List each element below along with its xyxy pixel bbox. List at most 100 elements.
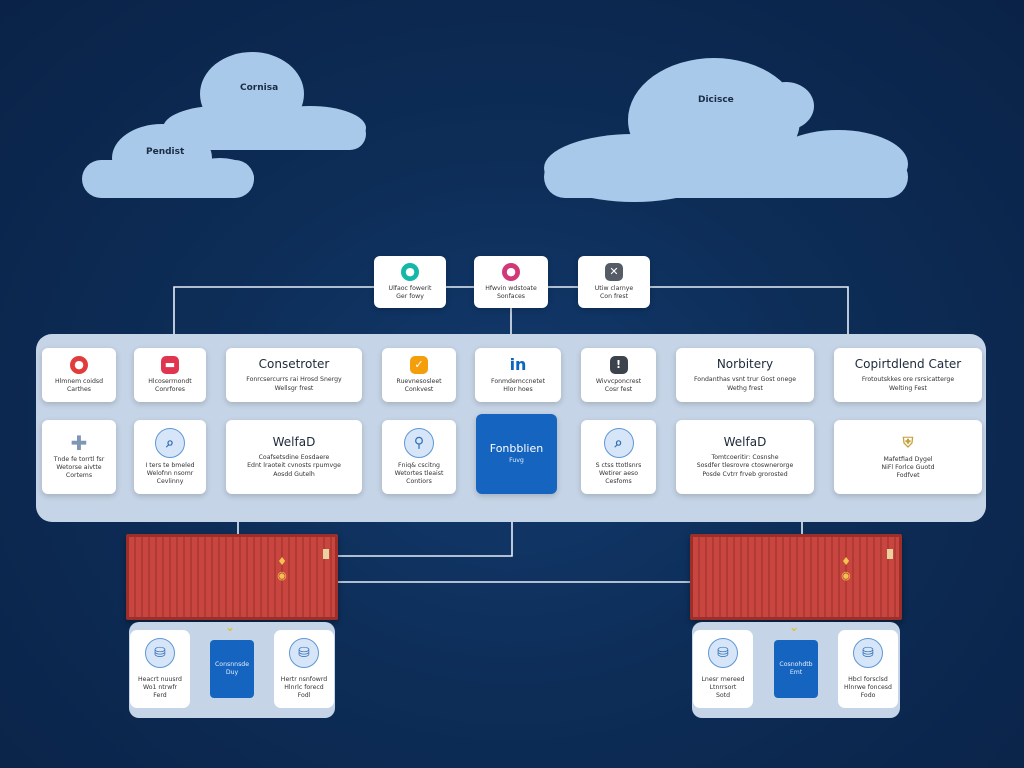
service-card-r1-7-line2: Wethg frest — [727, 384, 763, 392]
service-card-r1-6-line1: Wivvcponcrest — [595, 377, 642, 385]
service-card-r2-5-title: Fonbblien — [489, 442, 544, 456]
service-card-r2-3-title: WelfaD — [272, 435, 316, 450]
service-card-r1-5-line1: Fonmdemccnetet — [490, 377, 546, 385]
pod-right-1[interactable]: ⛁ Lnesr rnereed Ltnrrsort Sotd — [693, 630, 753, 708]
pod-right-3-line3: Fodo — [860, 692, 876, 700]
magenta-circle-icon: ● — [502, 262, 520, 281]
red-square-icon: ▬ — [161, 355, 179, 374]
service-card-r1-2[interactable]: ▬ Hlcoserrnondt Conrfores — [134, 348, 206, 402]
pod-left-2-line2: Duy — [225, 669, 239, 676]
service-card-r2-7[interactable]: WelfaD Tomtcoeritir: Cosnshe Sosdfer tle… — [676, 420, 814, 494]
service-card-r2-2-line1: I ters te bmeled — [145, 461, 195, 469]
container-logo-icon: ♦◉ — [841, 555, 851, 583]
top-node-3[interactable]: ✕ Utiw clarnye Con frest — [578, 256, 650, 308]
service-card-r2-8[interactable]: ⛨ Mafetfiad Dygel NiFl Forlce Guotd Fodf… — [834, 420, 982, 494]
top-node-1[interactable]: ● Ulfaoc fowerit Ger fowy — [374, 256, 446, 308]
service-card-r1-7-line1: Fondanthas vsnt trur Gost onege — [693, 376, 797, 384]
pod-left-3-line2: Hlnrlc forecd — [284, 683, 324, 691]
service-card-r2-2[interactable]: ⌕ I ters te bmeled Welofnn nsomr Cevlinn… — [134, 420, 206, 494]
chevron-down-icon: ⌄ — [225, 620, 236, 634]
service-card-r1-4[interactable]: ✓ Ruevnesosleet Conkvest — [382, 348, 456, 402]
service-card-r2-4-line2: Wetortes tleaist — [394, 469, 444, 477]
puzzle-icon: ✚ — [70, 430, 88, 455]
cloud-left-lower — [82, 124, 254, 198]
service-card-r2-3[interactable]: WelfaD Coafsetsdine Eosdaere Ednt lraote… — [226, 420, 362, 494]
cluster-base-left: ⛁ Heacrt nuusrd Wo1 ntrwfr Ferd ⌄ Consnn… — [129, 620, 335, 718]
service-card-r1-8[interactable]: Copirtdlend Cater Frotoutskkes ore rsrsi… — [834, 348, 982, 402]
service-card-r2-3-line1: Coafsetsdine Eosdaere — [258, 454, 330, 462]
service-card-r1-2-line1: Hlcoserrnondt — [148, 377, 192, 385]
service-card-r1-7-title: Norbitery — [716, 357, 774, 372]
cloud-label-left-lower: Pendist — [146, 147, 185, 157]
bucket-icon: ⛁ — [853, 637, 883, 668]
cluster-base-right: ⛁ Lnesr rnereed Ltnrrsort Sotd ⌄ Cosnohd… — [692, 620, 900, 718]
cloud-label-left-upper: Cornisa — [240, 83, 279, 93]
service-card-r1-2-line2: Conrfores — [155, 386, 185, 393]
pod-left-1-line3: Ferd — [153, 692, 167, 700]
service-card-r2-7-title: WelfaD — [723, 435, 767, 450]
pod-right-3[interactable]: ⛁ Hbcl forsclsd Hlnrwe foncesd Fodo — [838, 630, 898, 708]
top-node-2-line1: Hfwvin wdstoate — [485, 284, 537, 292]
service-card-r1-1-line1: Hlmnem coidsd — [54, 377, 104, 385]
service-card-r2-1-line2: Wetorse aivtte — [56, 463, 102, 471]
pod-left-1-line2: Wo1 ntrwfr — [142, 683, 178, 691]
service-card-r2-6-line3: Cesfoms — [605, 478, 632, 486]
service-card-r1-8-title: Copirtdlend Cater — [854, 357, 962, 372]
service-card-r2-6[interactable]: ⌕ S ctss ttotlsnrs Wetirer aeso Cesfoms — [581, 420, 656, 494]
pod-right-2-line2: Emt — [789, 669, 803, 676]
pod-left-2[interactable]: Consnnsde Duy — [210, 640, 254, 698]
top-node-1-line2: Ger fowy — [396, 293, 424, 300]
teal-circle-icon: ● — [401, 262, 419, 281]
top-node-1-line1: Ulfaoc fowerit — [388, 284, 432, 292]
service-card-r2-5-line1: Fuvg — [509, 457, 524, 465]
service-card-r1-3-line2: Wellsgr frest — [274, 384, 314, 392]
service-card-r1-4-line2: Conkvest — [404, 386, 434, 393]
pod-left-1[interactable]: ⛁ Heacrt nuusrd Wo1 ntrwfr Ferd — [130, 630, 190, 708]
service-card-r2-1[interactable]: ✚ Tnde fe torrtl fsr Wetorse aivtte Cort… — [42, 420, 116, 494]
pod-right-2[interactable]: Cosnohdtb Emt — [774, 640, 818, 698]
service-card-r2-7-line3: Posde Cvtrr frveb grorosted — [702, 470, 788, 478]
pod-right-2-line1: Cosnohdtb — [779, 660, 813, 668]
service-card-r1-3[interactable]: Consetroter Fonrcsercurrs rai Hrosd Sner… — [226, 348, 362, 402]
service-card-r2-2-line2: Welofnn nsomr — [146, 469, 194, 477]
pod-left-3[interactable]: ⛁ Hertr nsnfowrd Hlnrlc forecd Fodl — [274, 630, 334, 708]
service-card-r1-5[interactable]: in Fonmdemccnetet Hlor hoes — [475, 348, 561, 402]
pod-left-3-line1: Hertr nsnfowrd — [280, 675, 328, 683]
service-card-r1-5-line2: Hlor hoes — [503, 386, 533, 393]
service-card-r1-4-line1: Ruevnesosleet — [396, 377, 442, 385]
service-card-r2-1-line1: Tnde fe torrtl fsr — [53, 455, 105, 463]
container-plate — [323, 549, 329, 559]
service-card-r2-8-line3: Fodfvet — [896, 472, 920, 480]
service-card-r2-4-line3: Contiors — [406, 478, 432, 486]
bucket-icon: ⛁ — [708, 637, 738, 668]
search-icon: ⌕ — [603, 427, 634, 458]
service-card-r2-5-highlight[interactable]: Fonbblien Fuvg — [476, 414, 557, 494]
service-card-r2-4[interactable]: ⚲ Fniq& cscitng Wetortes tleaist Contior… — [382, 420, 456, 494]
service-card-r2-6-line1: S ctss ttotlsnrs — [595, 461, 642, 469]
pod-left-1-line1: Heacrt nuusrd — [138, 675, 182, 683]
service-card-r1-6-line2: Cosr fest — [604, 386, 633, 393]
service-card-r2-1-line3: Cortems — [65, 472, 93, 480]
service-card-r2-4-line1: Fniq& cscitng — [398, 461, 440, 469]
pod-right-3-line2: Hlnrwe foncesd — [844, 683, 892, 691]
pod-left-3-line3: Fodl — [297, 692, 311, 700]
shield-icon: ⛨ — [902, 434, 914, 451]
service-card-r2-3-line3: Aosdd Gutelh — [273, 470, 315, 478]
pod-right-1-line2: Ltnrrsort — [709, 683, 737, 691]
wire-top-bracket — [173, 286, 849, 334]
service-card-r1-8-line2: Welting Fest — [889, 384, 927, 392]
chevron-down-icon: ⌄ — [789, 620, 800, 634]
linkedin-icon: in — [509, 354, 527, 374]
pod-right-1-line3: Sotd — [715, 692, 731, 700]
shipping-container-left: ♦◉ — [126, 534, 338, 620]
service-card-r1-7[interactable]: Norbitery Fondanthas vsnt trur Gost oneg… — [676, 348, 814, 402]
service-card-r1-3-line1: Fonrcsercurrs rai Hrosd Snergy — [246, 376, 342, 384]
top-node-2-line2: Sonfaces — [496, 293, 526, 300]
service-card-r1-1[interactable]: ● Hlmnem coidsd Carthes — [42, 348, 116, 402]
container-plate — [887, 549, 893, 559]
top-node-2[interactable]: ● Hfwvin wdstoate Sonfaces — [474, 256, 548, 308]
service-card-r1-8-line1: Frotoutskkes ore rsrsicatterge — [861, 376, 955, 384]
search-icon: ⌕ — [155, 427, 185, 458]
service-card-r1-6[interactable]: ! Wivvcponcrest Cosr fest — [581, 348, 656, 402]
service-card-r2-8-line1: Mafetfiad Dygel — [883, 455, 933, 463]
